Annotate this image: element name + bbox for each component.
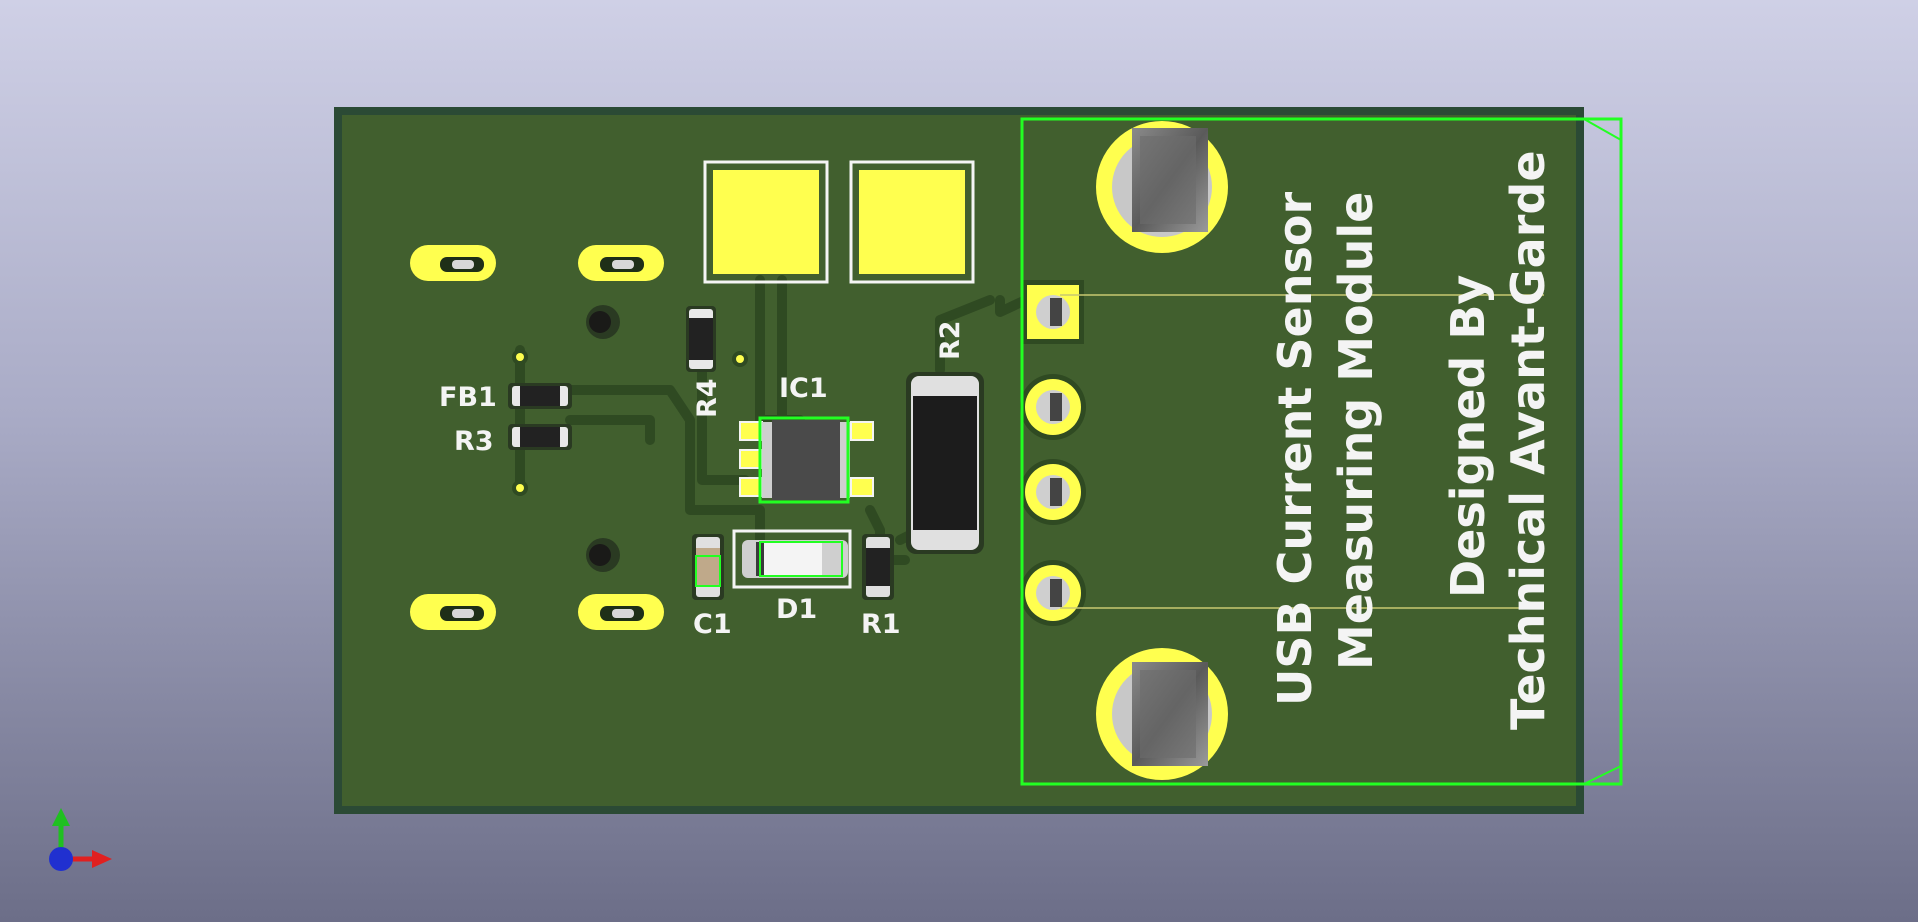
y-axis-arrow xyxy=(52,808,70,826)
oval-pad-bottom-right xyxy=(578,594,664,630)
credit-line2: Technical Avant-Garde xyxy=(1501,150,1555,730)
r2-component[interactable] xyxy=(906,372,984,554)
oval-pad-top-left xyxy=(410,245,496,281)
oval-pad-bottom-left xyxy=(410,594,496,630)
refdes-fb1: FB1 xyxy=(439,382,497,413)
r3-component[interactable] xyxy=(508,424,572,450)
c1-component[interactable] xyxy=(692,534,724,600)
axis-gizmo xyxy=(49,808,112,871)
refdes-ic1: IC1 xyxy=(779,373,828,404)
board-title-line2: Measuring Module xyxy=(1329,192,1383,670)
refdes-r2: R2 xyxy=(935,320,966,360)
credit-line1: Designed By xyxy=(1441,275,1495,598)
d1-component[interactable] xyxy=(732,529,852,589)
npth-holes xyxy=(586,305,620,572)
refdes-r3: R3 xyxy=(454,426,494,457)
board-title-line1: USB Current Sensor xyxy=(1268,192,1322,706)
mounting-pads xyxy=(410,245,664,630)
refdes-d1: D1 xyxy=(776,594,817,625)
r1-component[interactable] xyxy=(862,534,894,600)
ic1-component[interactable] xyxy=(739,416,874,504)
usb-connector[interactable] xyxy=(1020,117,1623,786)
x-axis-arrow xyxy=(92,850,112,868)
vias xyxy=(512,349,748,496)
oval-pad-top-right xyxy=(578,245,664,281)
refdes-r4: R4 xyxy=(692,378,723,418)
r4-component[interactable] xyxy=(686,306,716,372)
refdes-c1: C1 xyxy=(693,609,732,640)
refdes-r1: R1 xyxy=(861,609,901,640)
fb1-component[interactable] xyxy=(508,383,572,409)
board-title-silkscreen: USB Current Sensor Measuring Module Desi… xyxy=(1268,150,1555,730)
test-pads xyxy=(703,160,975,284)
refdes-labels: FB1 R3 R4 IC1 R2 C1 D1 R1 xyxy=(439,320,966,640)
z-axis-dot xyxy=(49,847,73,871)
